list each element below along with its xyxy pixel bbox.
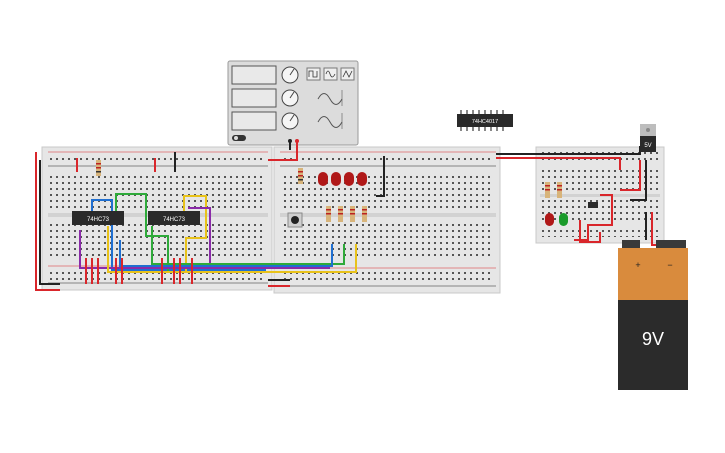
- battery-minus-sign: −: [667, 260, 672, 270]
- waveform-preview-2: [317, 116, 343, 128]
- chip-label-left: 74HC73: [87, 217, 110, 223]
- display-2: [231, 88, 277, 108]
- signal-wires: [79, 193, 357, 273]
- chip-74hc73-left[interactable]: 74HC73: [72, 208, 124, 225]
- transistor[interactable]: [588, 202, 598, 208]
- battery-9v[interactable]: + − 9V: [618, 240, 688, 390]
- function-generator[interactable]: [227, 60, 359, 146]
- battery-terminal-plus[interactable]: [622, 240, 640, 250]
- chip-label-middle: 74HC73: [163, 217, 186, 223]
- led-array[interactable]: [318, 172, 568, 226]
- power-wires: [35, 141, 656, 291]
- waveform-preview-1: [317, 93, 343, 105]
- resistors[interactable]: [96, 160, 562, 222]
- display-3: [231, 111, 277, 131]
- voltage-regulator[interactable]: 5V: [640, 124, 656, 152]
- battery-label: 9V: [642, 329, 664, 349]
- chip-label-top: 74HC4017: [472, 119, 498, 125]
- chip-74hc73-middle[interactable]: 74HC73: [148, 211, 200, 225]
- battery-plus-sign: +: [635, 260, 640, 270]
- display-1: [231, 65, 277, 85]
- jumper-pins: [85, 258, 193, 284]
- sine-wave-icon[interactable]: [323, 67, 338, 81]
- chip-74hc4017[interactable]: 74HC4017: [457, 110, 513, 131]
- push-button[interactable]: [287, 212, 303, 228]
- regulator-label: 5V: [644, 143, 651, 149]
- breadboard-middle[interactable]: [273, 146, 501, 294]
- battery-terminal-minus[interactable]: [656, 240, 686, 250]
- led-red[interactable]: [545, 213, 554, 226]
- led-green[interactable]: [559, 213, 568, 226]
